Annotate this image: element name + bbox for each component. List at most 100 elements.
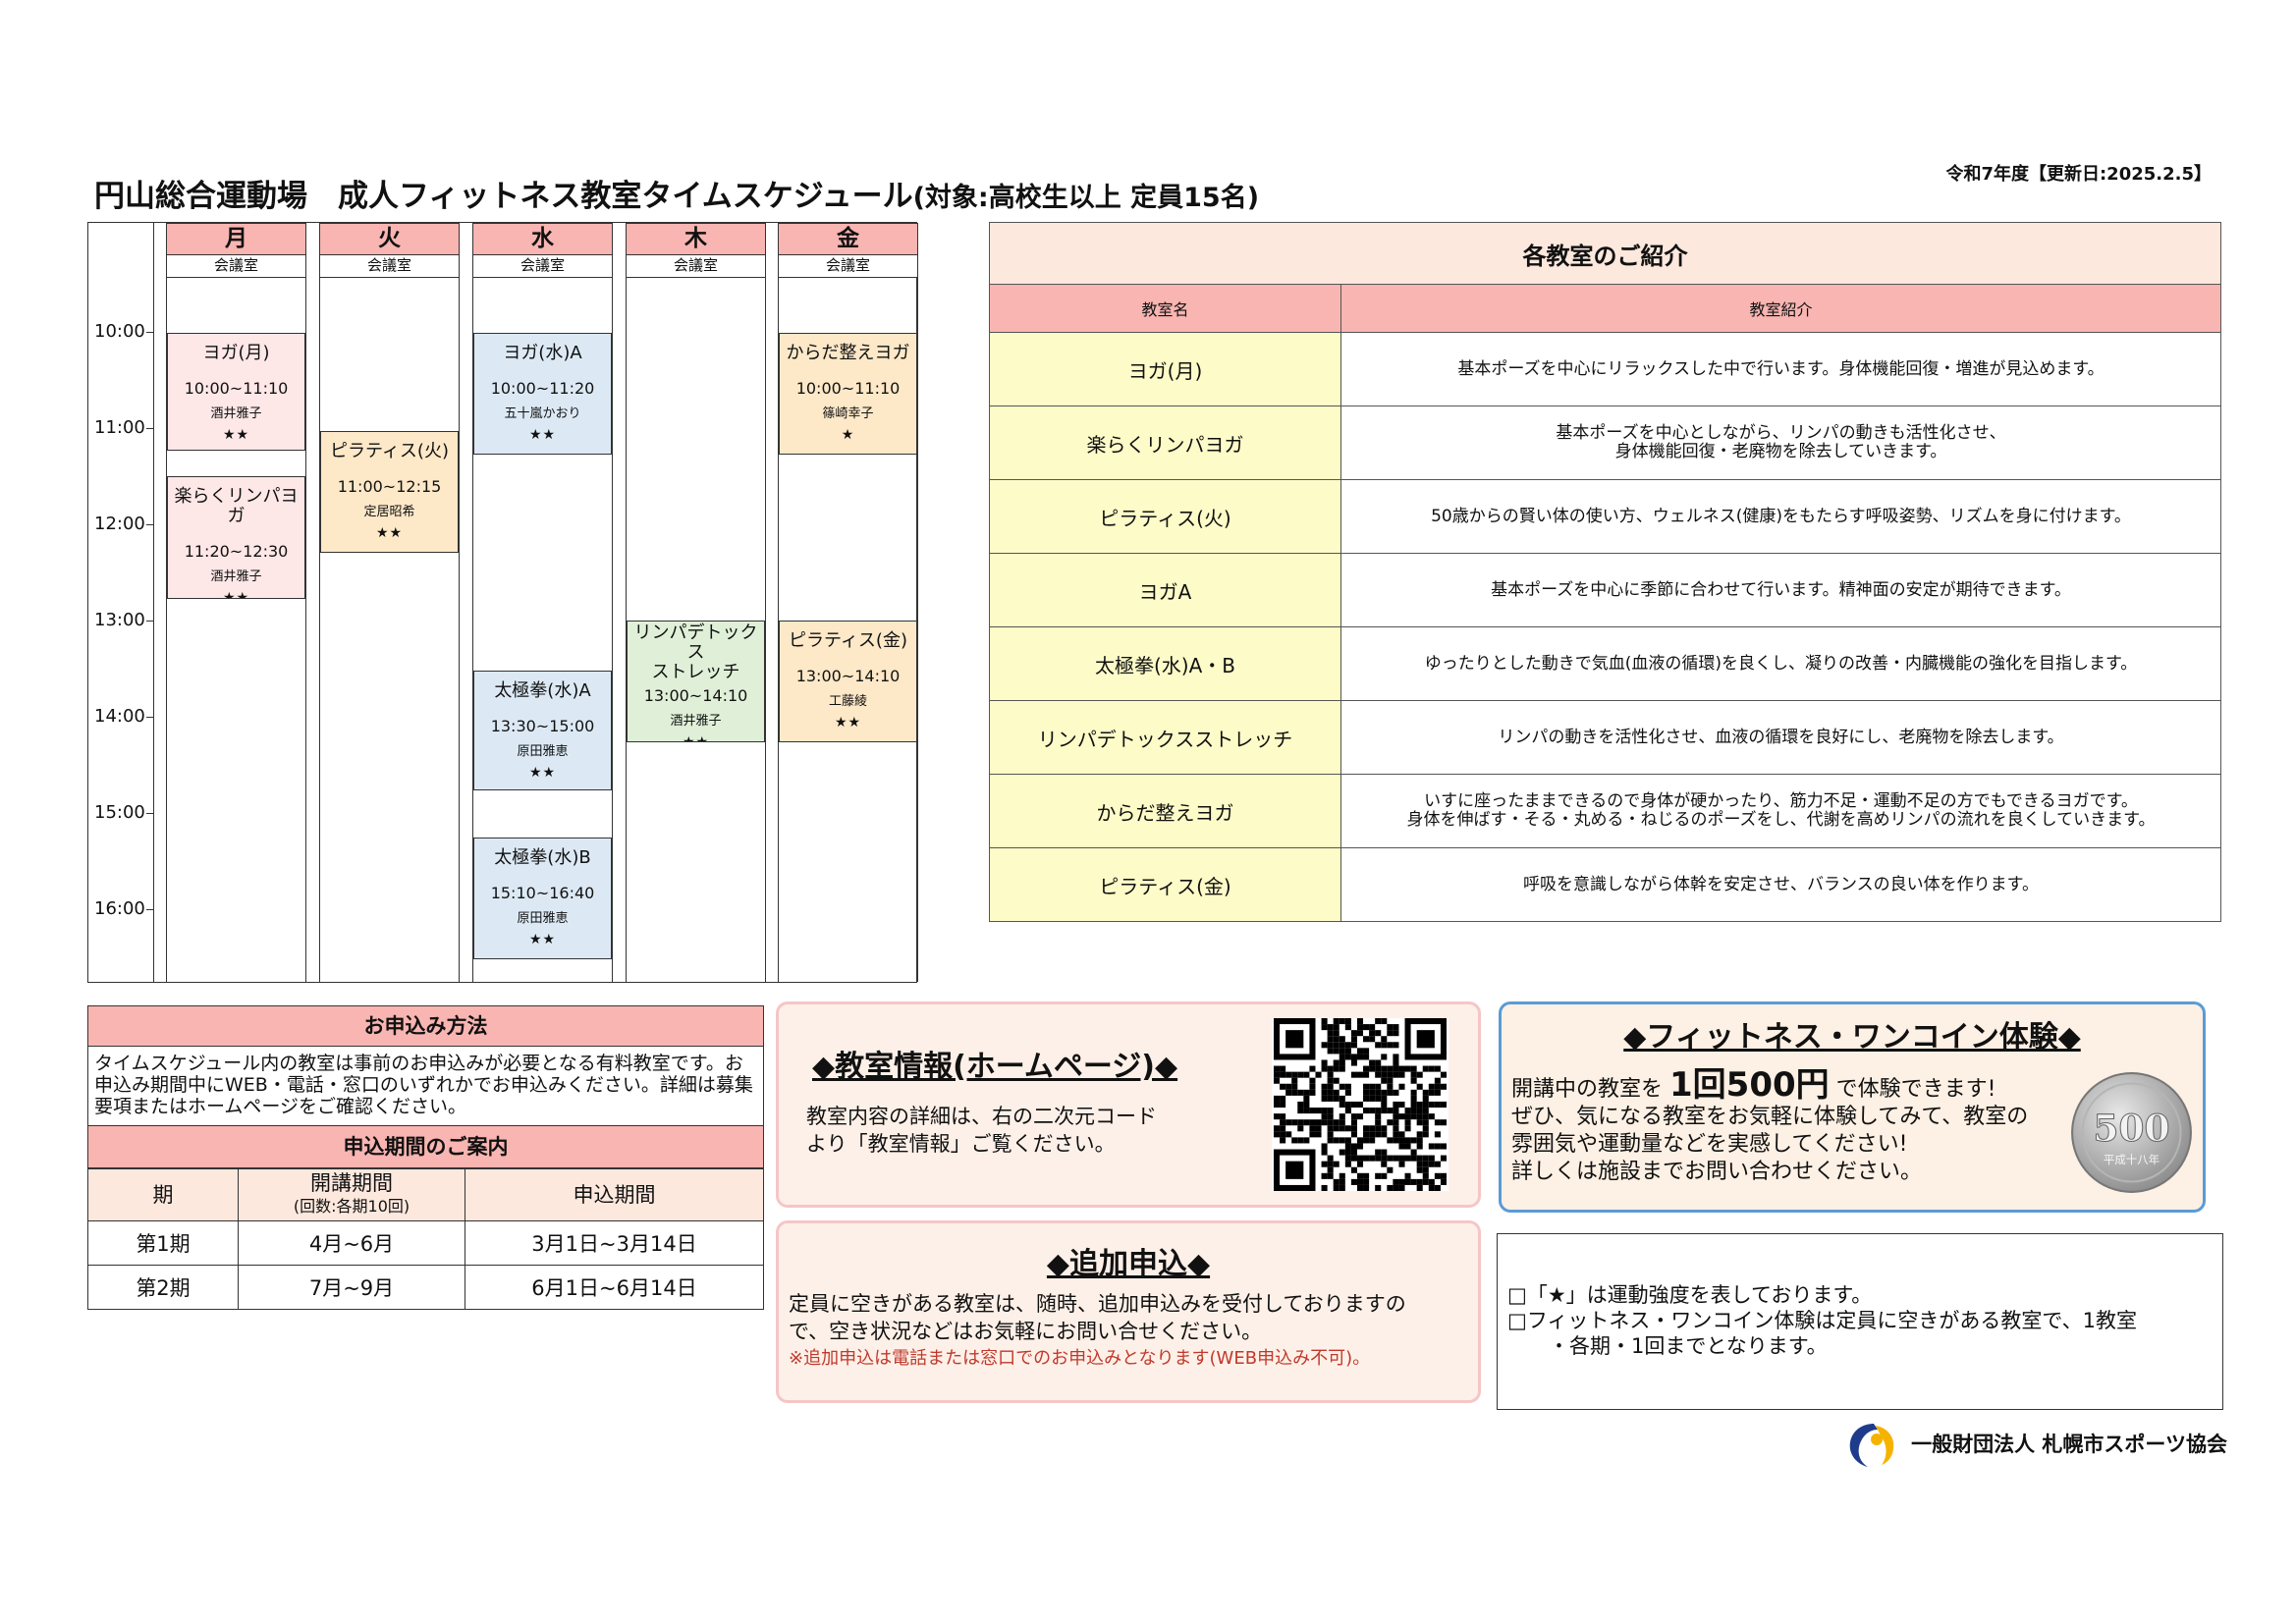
period-course: 7月~9月 xyxy=(238,1265,465,1309)
day-column-thu: 木 会議室 リンパデトックス ストレッチ 13:00~14:10 酒井雅子 ★★ xyxy=(626,223,766,982)
time-tick xyxy=(146,428,154,429)
homepage-title: ◆教室情報(ホームページ)◆ xyxy=(812,1050,1178,1084)
time-schedule: 10:00 11:00 12:00 13:00 14:00 15:00 16:0… xyxy=(87,222,918,983)
class-time: 11:20~12:30 xyxy=(184,542,289,561)
intro-class-desc: 基本ポーズを中心にリラックスした中で行います。身体機能回復・増進が見込めます。 xyxy=(1340,332,2221,406)
addapp-text: 定員に空きがある教室は、随時、追加申込みを受付しておりますの で、空き状況などは… xyxy=(789,1290,1406,1373)
time-axis: 10:00 11:00 12:00 13:00 14:00 15:00 16:0… xyxy=(88,223,154,982)
class-time: 10:00~11:10 xyxy=(184,379,289,398)
page-subtitle: (対象:高校生以上 定員15名) xyxy=(912,183,1260,213)
intro-class-name: 楽らくリンパヨガ xyxy=(989,406,1341,480)
time-tick xyxy=(146,813,154,814)
class-block[interactable]: 太極拳(水)A 13:30~15:00 原田雅恵 ★★ xyxy=(473,671,612,790)
class-block[interactable]: ピラティス(金) 13:00~14:10 工藤綾 ★★ xyxy=(779,621,917,742)
class-time: 11:00~12:15 xyxy=(337,477,442,496)
onecoin-trial-box: ◆フィットネス・ワンコイン体験◆ 開講中の教室を 1回500円 で体験できます!… xyxy=(1499,1001,2206,1213)
class-teacher: 工藤綾 xyxy=(828,694,867,709)
table-row: リンパデトックスストレッチリンパの動きを活性化させ、血液の循環を良好にし、老廃物… xyxy=(989,700,2221,775)
apply-period-table: 期 開講期間 (回数:各期10回) 申込期間 第1期 4月~6月 3月1日~3月… xyxy=(88,1168,763,1309)
class-time: 10:00~11:10 xyxy=(795,379,901,398)
class-block[interactable]: ヨガ(水)A 10:00~11:20 五十嵐かおり ★★ xyxy=(473,333,612,455)
class-block[interactable]: 楽らくリンパヨガ 11:20~12:30 酒井雅子 ★★ xyxy=(167,476,305,599)
class-block[interactable]: ヨガ(月) 10:00~11:10 酒井雅子 ★★ xyxy=(167,333,305,451)
update-date: 令和7年度【更新日:2025.2.5】 xyxy=(1945,164,2212,185)
class-stars: ★★ xyxy=(375,525,404,541)
class-intro-table: 各教室のご紹介 教室名 教室紹介 ヨガ(月)基本ポーズを中心にリラックスした中で… xyxy=(989,222,2221,922)
addapp-note: ※追加申込は電話または窓口でのお申込みとなります(WEB申込み不可)。 xyxy=(789,1348,1371,1369)
class-block[interactable]: からだ整えヨガ 10:00~11:10 篠崎幸子 ★ xyxy=(779,333,917,455)
note-line: □フィットネス・ワンコイン体験は定員に空きがある教室で、1教室 xyxy=(1507,1309,2137,1332)
period-apply: 6月1日~6月14日 xyxy=(465,1265,763,1309)
class-stars: ★ xyxy=(841,427,855,443)
room-label: 会議室 xyxy=(626,255,766,278)
time-tick xyxy=(146,717,154,718)
class-name: リンパデトックス ストレッチ xyxy=(633,622,758,682)
period-col-term: 期 xyxy=(88,1168,239,1221)
intro-class-name: リンパデトックスストレッチ xyxy=(989,700,1341,775)
table-row: 第2期 7月~9月 6月1日~6月14日 xyxy=(88,1265,763,1309)
organization-logo-icon xyxy=(1849,1424,1894,1467)
qr-code-icon[interactable] xyxy=(1272,1018,1449,1191)
organization: 一般財団法人 札幌市スポーツ協会 xyxy=(1844,1418,2227,1469)
class-block[interactable]: リンパデトックス ストレッチ 13:00~14:10 酒井雅子 ★★ xyxy=(627,621,765,742)
class-teacher: 定居昭希 xyxy=(363,505,415,519)
coin-value: 500 xyxy=(2093,1107,2169,1150)
homepage-info-box: ◆教室情報(ホームページ)◆ 教室内容の詳細は、右の二次元コード より「教室情報… xyxy=(776,1001,1481,1208)
time-tick xyxy=(146,909,154,910)
time-label: 12:00 xyxy=(94,514,145,534)
time-label: 16:00 xyxy=(94,898,145,919)
intro-title: 各教室のご紹介 xyxy=(989,222,2221,285)
apply-period-title: 申込期間のご案内 xyxy=(88,1126,763,1168)
time-label: 15:00 xyxy=(94,802,145,823)
period-col-course: 開講期間 (回数:各期10回) xyxy=(238,1168,465,1221)
room-label: 会議室 xyxy=(472,255,613,278)
class-teacher: 酒井雅子 xyxy=(210,569,262,584)
class-name: 太極拳(水)B xyxy=(494,847,591,868)
time-tick xyxy=(146,524,154,525)
application-box: お申込み方法 タイムスケジュール内の教室は事前のお申込みが必要となる有料教室です… xyxy=(87,1005,764,1310)
class-teacher: 原田雅恵 xyxy=(517,744,569,759)
class-teacher: 五十嵐かおり xyxy=(504,406,581,421)
class-time: 13:00~14:10 xyxy=(795,667,901,685)
class-stars: ★★ xyxy=(528,765,557,781)
class-time: 15:10~16:40 xyxy=(490,884,595,902)
period-term: 第1期 xyxy=(88,1220,239,1266)
room-label: 会議室 xyxy=(319,255,460,278)
class-name: ピラティス(金) xyxy=(789,630,907,651)
intro-col-desc: 教室紹介 xyxy=(1340,284,2221,333)
time-label: 13:00 xyxy=(94,610,145,630)
day-column-mon: 月 会議室 ヨガ(月) 10:00~11:10 酒井雅子 ★★ 楽らくリンパヨガ… xyxy=(166,223,306,982)
class-block[interactable]: ピラティス(火) 11:00~12:15 定居昭希 ★★ xyxy=(320,431,459,553)
table-row: ヨガ(月)基本ポーズを中心にリラックスした中で行います。身体機能回復・増進が見込… xyxy=(989,332,2221,406)
notes-box: □「★」は運動強度を表しております。 □フィットネス・ワンコイン体験は定員に空き… xyxy=(1497,1233,2223,1410)
class-teacher: 酒井雅子 xyxy=(210,406,262,421)
class-teacher: 原田雅恵 xyxy=(517,911,569,926)
intro-class-name: からだ整えヨガ xyxy=(989,774,1341,848)
class-time: 10:00~11:20 xyxy=(490,379,595,398)
class-block[interactable]: 太極拳(水)B 15:10~16:40 原田雅恵 ★★ xyxy=(473,838,612,959)
intro-class-name: ヨガ(月) xyxy=(989,332,1341,406)
class-name: 太極拳(水)A xyxy=(494,680,591,701)
intro-col-name: 教室名 xyxy=(989,284,1341,333)
time-tick xyxy=(146,332,154,333)
addapp-title: ◆追加申込◆ xyxy=(1046,1247,1211,1281)
period-col-apply: 申込期間 xyxy=(465,1168,763,1221)
class-name: ヨガ(月) xyxy=(202,343,270,363)
coin-year: 平成十八年 xyxy=(2104,1153,2159,1166)
intro-class-name: 太極拳(水)A・B xyxy=(989,626,1341,701)
period-course: 4月~6月 xyxy=(238,1220,465,1266)
additional-application-box: ◆追加申込◆ 定員に空きがある教室は、随時、追加申込みを受付しておりますの で、… xyxy=(776,1220,1481,1403)
class-name: ピラティス(火) xyxy=(330,441,449,461)
intro-class-desc: 50歳からの賢い体の使い方、ウェルネス(健康)をもたらす呼吸姿勢、リズムを身に付… xyxy=(1340,479,2221,554)
class-name: からだ整えヨガ xyxy=(786,343,910,363)
intro-class-desc: 呼吸を意識しながら体幹を安定させ、バランスの良い体を作ります。 xyxy=(1340,847,2221,922)
period-col-course-note: (回数:各期10回) xyxy=(293,1197,410,1216)
apply-title: お申込み方法 xyxy=(88,1006,763,1047)
intro-class-desc: いすに座ったままできるので身体が硬かったり、筋力不足・運動不足の方でもできるヨガ… xyxy=(1340,774,2221,848)
intro-class-desc: ゆったりとした動きで気血(血液の循環)を良くし、凝りの改善・内臓機能の強化を目指… xyxy=(1340,626,2221,701)
intro-class-name: ピラティス(火) xyxy=(989,479,1341,554)
class-stars: ★★ xyxy=(222,427,250,443)
day-column-tue: 火 会議室 ピラティス(火) 11:00~12:15 定居昭希 ★★ xyxy=(319,223,460,982)
class-name: ヨガ(水)A xyxy=(503,343,582,363)
